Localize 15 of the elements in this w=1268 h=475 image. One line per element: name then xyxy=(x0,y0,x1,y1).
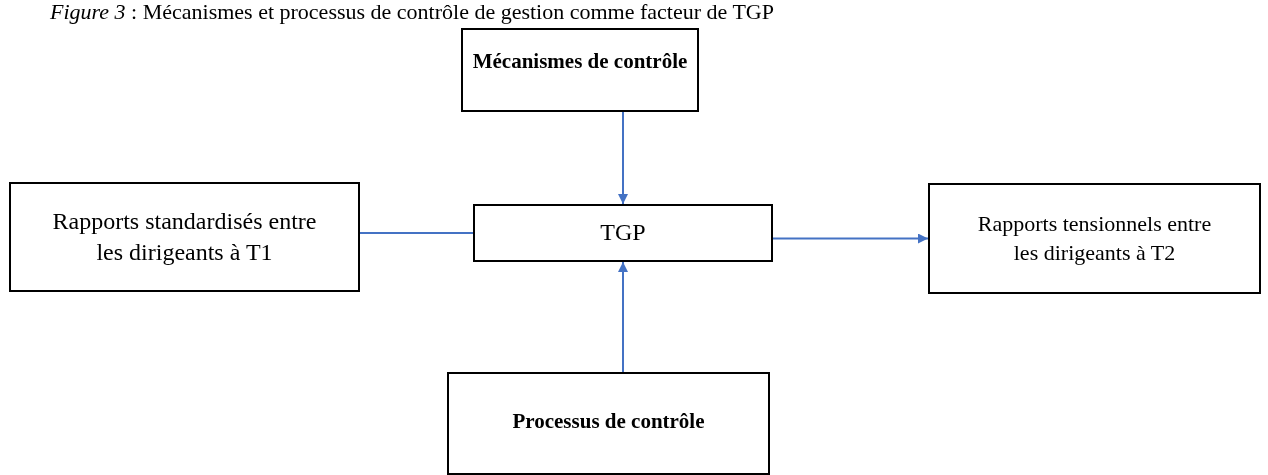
box-label: Rapports standardisés entre les dirigeants à T1 xyxy=(51,206,318,267)
box-label: Processus de contrôle xyxy=(512,408,705,435)
process-box xyxy=(473,204,773,262)
arrow xyxy=(618,111,628,205)
process-box xyxy=(928,183,1261,294)
process-box xyxy=(461,28,699,112)
arrow xyxy=(618,261,628,373)
connector-line xyxy=(359,232,474,234)
box-label: Rapports tensionnels entre les dirigeants à T2 xyxy=(976,209,1213,267)
figure-title: Figure 3 : Mécanismes et processus de contrôle de gestion comme facteur de TGP xyxy=(50,0,774,24)
arrow xyxy=(772,233,929,244)
box-label: TGP xyxy=(600,218,646,248)
process-box xyxy=(447,372,770,475)
process-box xyxy=(9,182,360,292)
box-label: Mécanismes de contrôle xyxy=(472,48,688,75)
